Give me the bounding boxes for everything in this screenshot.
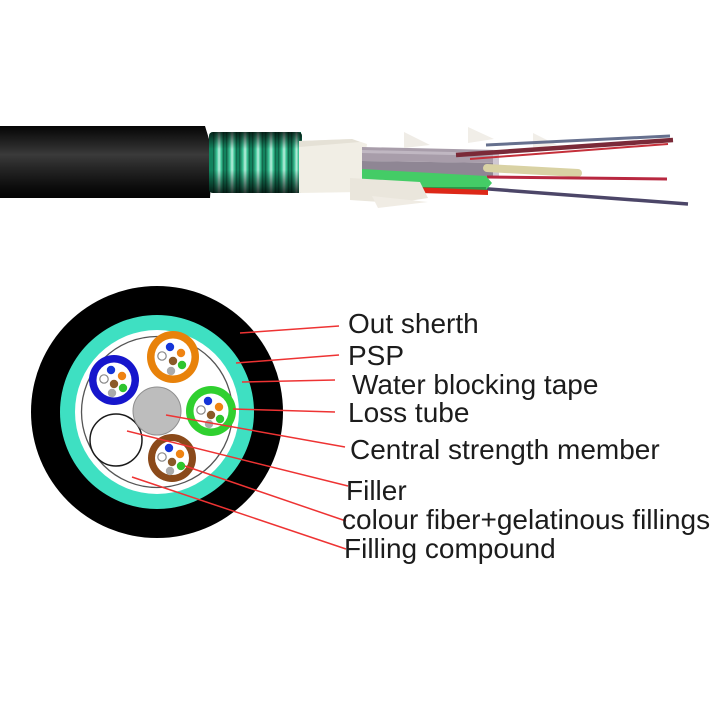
cable-photo [0, 126, 689, 208]
leader-central-strength-member [165, 414, 346, 448]
label-central-strength-member: Central strength member [350, 434, 660, 465]
leader-filler [126, 430, 349, 487]
leader-loss-tube [232, 408, 336, 413]
leader-out-sherth [239, 325, 340, 334]
leader-psp [235, 354, 340, 364]
label-water-blocking-tape: Water blocking tape [352, 369, 599, 400]
label-colour-fiber: colour fiber+gelatinous fillings [342, 504, 711, 535]
photo-fiber-bundle-top [455, 134, 674, 160]
photo-aramid-spike [533, 133, 557, 148]
leader-lines [126, 325, 349, 550]
label-filling-compound: Filling compound [344, 533, 556, 564]
photo-cream-tube [483, 164, 582, 177]
loose-tube-brown [148, 434, 196, 482]
photo-outer-jacket [0, 126, 213, 198]
photo-red-fiber [486, 175, 668, 181]
central-strength-member-circle [132, 386, 182, 436]
fiber-dots [157, 342, 187, 376]
label-out-sherth: Out sherth [348, 308, 479, 339]
loose-tube-green [186, 386, 236, 436]
photo-aramid-spike [404, 132, 430, 148]
fiber-dots [157, 443, 186, 476]
leader-colour-fiber [184, 465, 347, 522]
label-filler: Filler [346, 475, 407, 506]
photo-tape-fragments [350, 178, 428, 208]
fiber-dots [99, 365, 128, 398]
label-loss-tube: Loss tube [348, 397, 470, 428]
leader-water-blocking-tape [241, 379, 336, 383]
filler-circle [89, 413, 143, 467]
cross-section-diagram [31, 286, 283, 538]
label-psp: PSP [348, 340, 405, 371]
leader-filling-compound [131, 476, 347, 550]
photo-purple-fiber [461, 185, 689, 206]
photo-aramid-spike [468, 127, 494, 143]
loose-tube-blue [89, 355, 139, 405]
loose-tube-orange [147, 331, 199, 383]
photo-psp-armor [209, 132, 302, 193]
